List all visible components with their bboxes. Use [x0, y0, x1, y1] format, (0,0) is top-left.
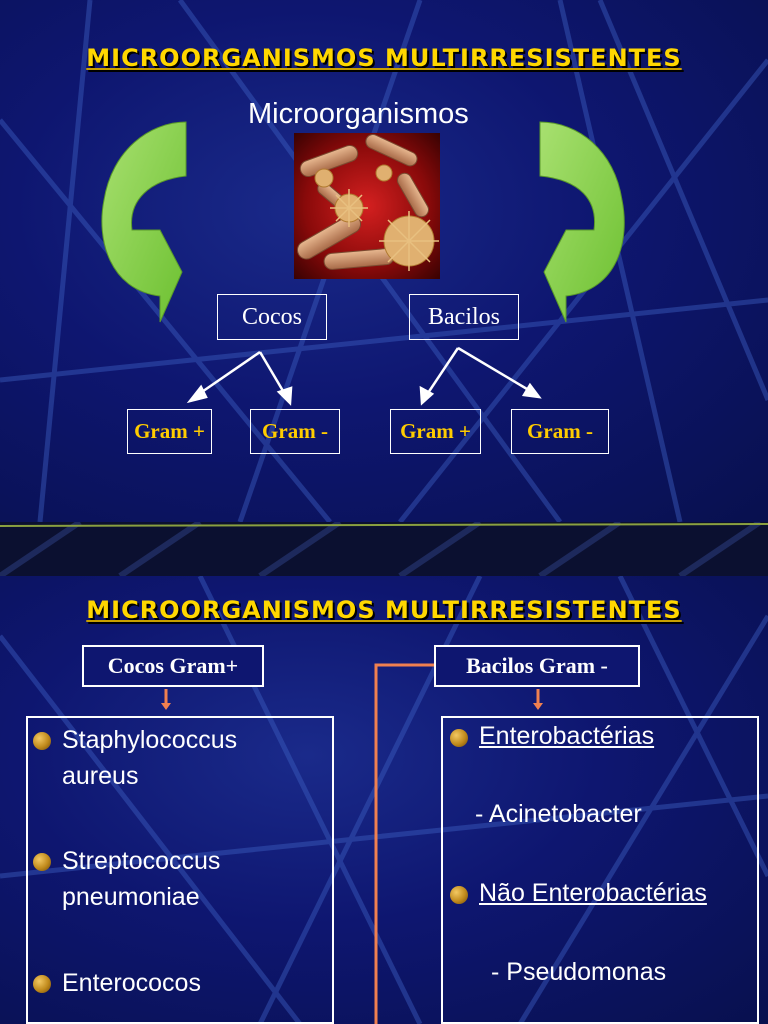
bullet-icon	[33, 853, 51, 871]
bacilos-list-box	[441, 716, 759, 1024]
left-curved-arrow	[101, 121, 187, 323]
slide-2-title: MICROORGANISMOS MULTIRRESISTENTES	[86, 596, 682, 624]
list-item: Streptococcus	[62, 847, 221, 875]
cocos-gram-positive-header: Cocos Gram+	[82, 645, 264, 687]
bacilos-gram-negative-header: Bacilos Gram -	[434, 645, 640, 687]
background-lines-2	[0, 576, 768, 1024]
bullet-icon	[450, 729, 468, 747]
cocos-gram-positive-box: Gram +	[127, 409, 212, 454]
microorganisms-image	[294, 133, 440, 279]
list-item: Não Enterobactérias	[479, 879, 707, 907]
list-item: aureus	[62, 762, 139, 790]
list-item: Enterobactérias	[479, 722, 655, 750]
list-item: Enterococos	[62, 969, 201, 997]
list-item: - Acinetobacter	[475, 800, 642, 828]
cocos-gram-negative-box: Gram -	[250, 409, 340, 454]
branch-arrows	[186, 346, 542, 406]
orange-connectors	[161, 663, 543, 1024]
cocos-list-box	[26, 716, 334, 1024]
slide-separator	[0, 522, 768, 576]
slide-1: MICROORGANISMOS MULTIRRESISTENTES Microo…	[0, 0, 768, 522]
bullet-icon	[450, 886, 468, 904]
list-item: Staphylococcus	[62, 726, 238, 754]
slide-subtitle: Microorganismos	[248, 98, 469, 130]
bullet-icon	[33, 975, 51, 993]
bullet-icon	[33, 732, 51, 750]
list-item: pneumoniae	[62, 883, 200, 911]
bacilos-gram-positive-box: Gram +	[390, 409, 481, 454]
slide-title: MICROORGANISMOS MULTIRRESISTENTES	[86, 44, 682, 72]
bacilos-box: Bacilos	[409, 294, 519, 340]
green-arrows	[101, 121, 625, 406]
list-item: - Pseudomonas	[491, 958, 667, 986]
cocos-box: Cocos	[217, 294, 327, 340]
bacilos-gram-negative-box: Gram -	[511, 409, 609, 454]
right-curved-arrow	[539, 121, 625, 323]
